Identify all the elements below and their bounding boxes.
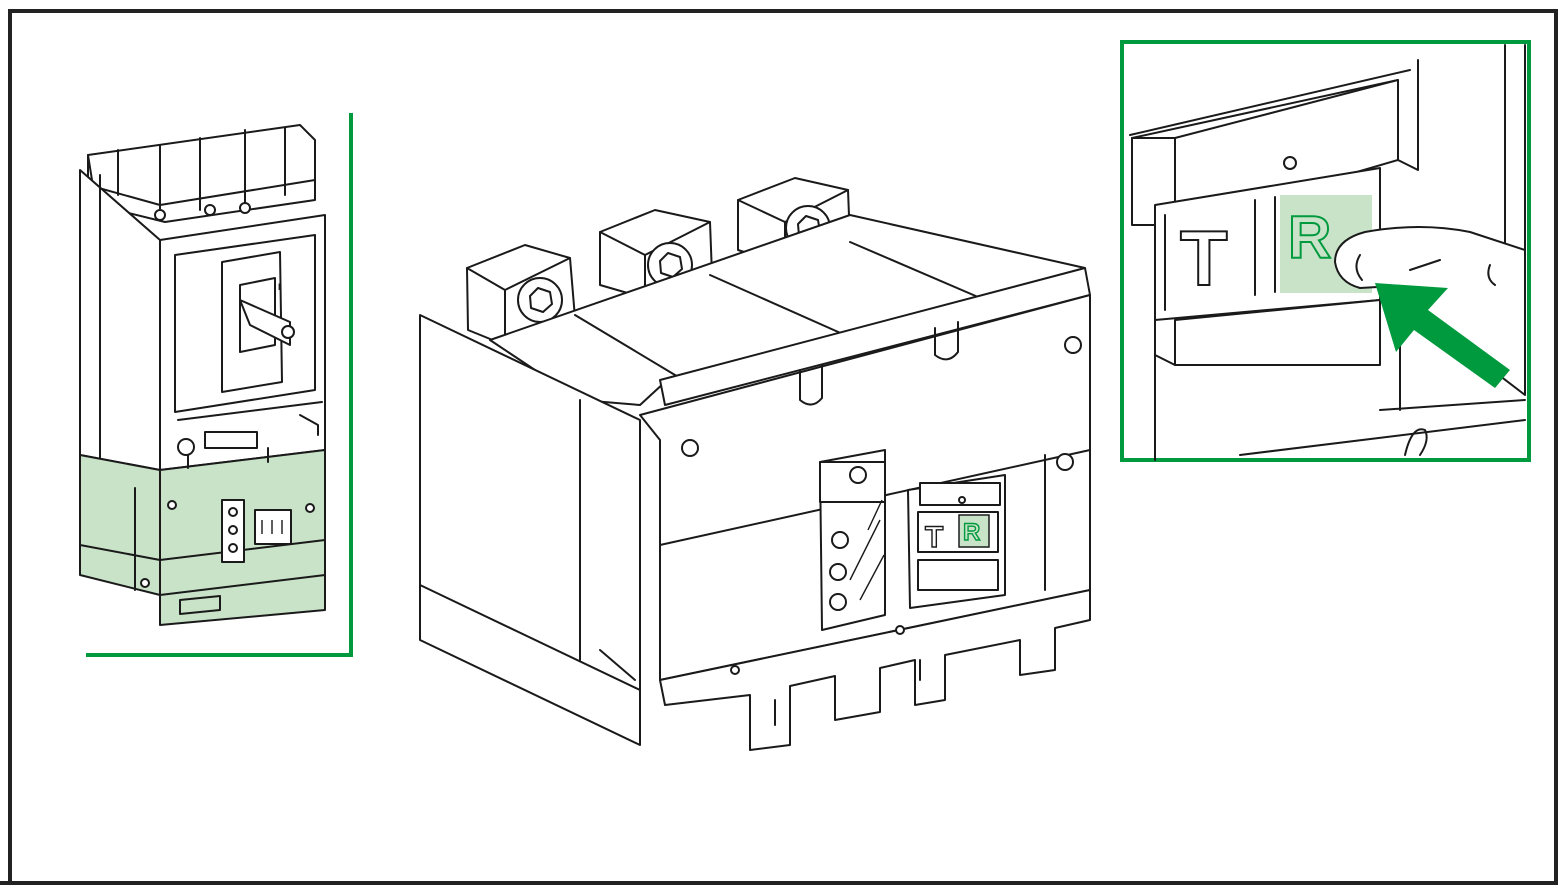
test-label-zoom: T	[1180, 214, 1228, 302]
test-label-main: T	[925, 521, 943, 554]
callout-bracket-left	[86, 113, 353, 657]
handle-mark: I	[278, 282, 281, 292]
press-arrow-icon	[1375, 283, 1510, 388]
reset-label-zoom: R	[1288, 204, 1331, 271]
circuit-breaker-icon: I	[79, 113, 353, 657]
vigi-module-icon: T R	[419, 177, 1091, 751]
reset-button-main	[958, 514, 990, 548]
reset-label-main: R	[963, 519, 980, 546]
zoom-inset: T R	[1120, 40, 1531, 462]
